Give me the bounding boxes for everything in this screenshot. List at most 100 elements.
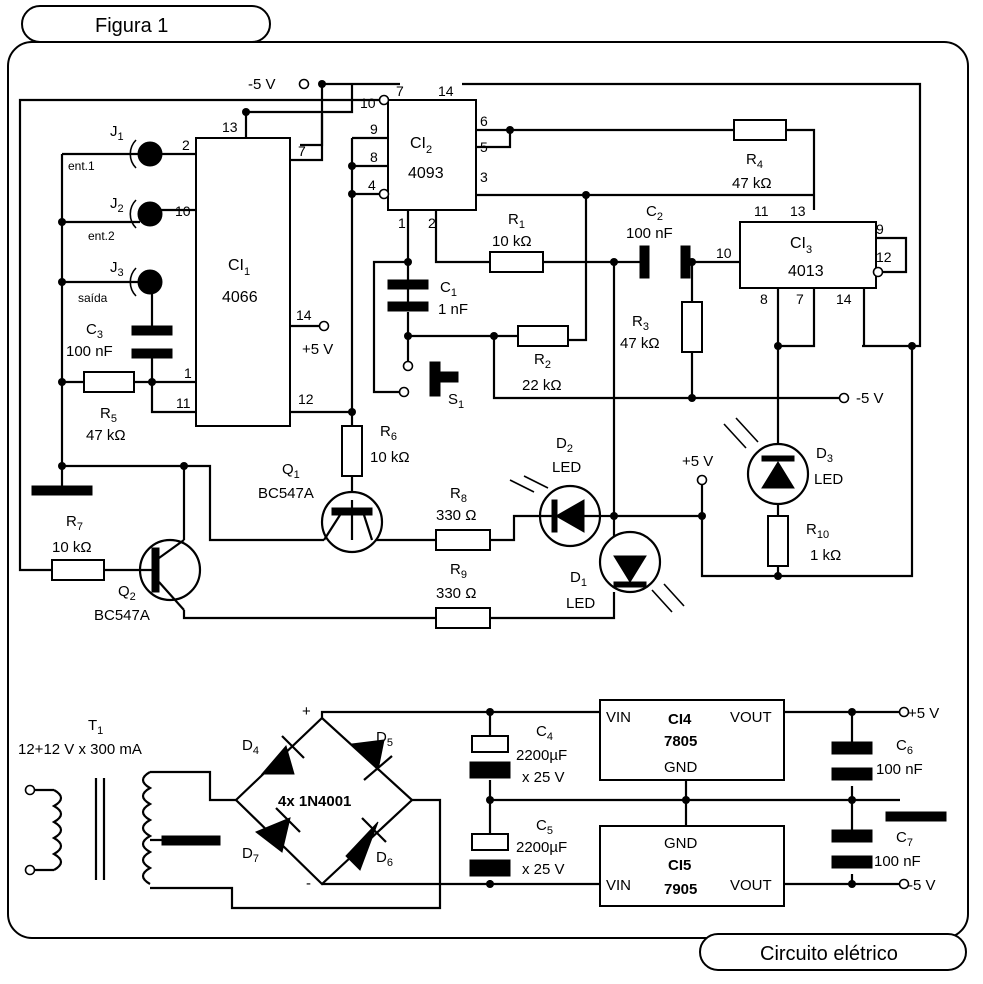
c5-rating: x 25 V	[522, 861, 565, 878]
ci3-pin12: 12	[876, 249, 892, 265]
ci2-pin3: 3	[480, 169, 488, 185]
capacitor-c6	[831, 741, 873, 781]
resistor-r3	[681, 301, 703, 353]
jack-j3[interactable]: J3 saída	[78, 259, 163, 305]
c6-ref: C6	[896, 737, 913, 757]
d1-type: LED	[566, 595, 595, 612]
switch-s1[interactable]	[429, 361, 459, 397]
ci2-pin4: 4	[368, 177, 376, 193]
figure-title-box	[21, 5, 271, 43]
c6-value: 100 nF	[876, 761, 923, 778]
ci5-part: 7905	[664, 881, 697, 898]
ci3-body	[739, 221, 877, 289]
ci3-pin14: 14	[836, 291, 852, 307]
led-d2	[509, 475, 602, 548]
ci3-pin8: 8	[760, 291, 768, 307]
ci5-vin: VIN	[606, 877, 631, 894]
ci4-vin: VIN	[606, 709, 631, 726]
r4-ref: R4	[746, 151, 763, 171]
r8-ref: R8	[450, 485, 467, 505]
caption-box	[699, 933, 967, 971]
bridge-part: 4x 1N4001	[278, 793, 351, 810]
ci5-vout: VOUT	[730, 877, 772, 894]
c2-value: 100 nF	[626, 225, 673, 242]
r6-value: 10 kΩ	[370, 449, 410, 466]
r10-value: 1 kΩ	[810, 547, 841, 564]
bridge-plus: +	[302, 703, 311, 720]
ci2-pin9: 9	[370, 121, 378, 137]
transistor-q1	[320, 490, 384, 554]
r1-value: 10 kΩ	[492, 233, 532, 250]
r5-value: 47 kΩ	[86, 427, 126, 444]
r6-ref: R6	[380, 423, 397, 443]
r8-value: 330 Ω	[436, 507, 476, 524]
r10-ref: R10	[806, 521, 829, 541]
r2-ref: R2	[534, 351, 551, 371]
jack-j2-label: J2	[110, 195, 124, 215]
rail-minus5-supply: -5 V	[908, 877, 936, 894]
c7-value: 100 nF	[874, 853, 921, 870]
c1-ref: C1	[440, 279, 457, 299]
c3-value: 100 nF	[66, 343, 113, 360]
diode-d7	[255, 807, 301, 853]
rail-minus5-right: -5 V	[856, 390, 884, 407]
ci1-pin12: 12	[298, 391, 314, 407]
c4-value: 2200µF	[516, 747, 567, 764]
transformer-t1	[51, 771, 153, 885]
ci1-part: 4066	[222, 289, 258, 306]
c5-value: 2200µF	[516, 839, 567, 856]
ci1-body	[195, 137, 291, 427]
ci5-body	[599, 825, 785, 907]
t1-ref: T1	[88, 717, 103, 737]
ci2-body	[387, 99, 477, 211]
q2-part: BC547A	[94, 607, 150, 624]
ci3-label: CI3	[790, 235, 812, 256]
rail-minus5-top: -5 V	[248, 76, 276, 93]
transistor-q2	[138, 538, 202, 611]
d3-type: LED	[814, 471, 843, 488]
ci4-body	[599, 699, 785, 781]
jack-j2-note: ent.2	[88, 229, 115, 243]
ci3-pin10: 10	[716, 245, 732, 261]
ci1-pin14: 14	[296, 307, 312, 323]
ci5-label: CI5	[668, 857, 691, 874]
r7-value: 10 kΩ	[52, 539, 92, 556]
d4-ref: D4	[242, 737, 259, 757]
led-d3	[723, 417, 810, 506]
ci3-pin7: 7	[796, 291, 804, 307]
r4-value: 47 kΩ	[732, 175, 772, 192]
capacitor-c5	[469, 833, 511, 877]
jack-j2[interactable]: J2 ent.2	[88, 195, 163, 243]
jack-j1[interactable]: J1 ent.1	[68, 123, 163, 173]
bridge-minus: -	[306, 875, 311, 892]
r2-value: 22 kΩ	[522, 377, 562, 394]
ci1-pin10: 10	[175, 203, 191, 219]
diode-d6	[345, 817, 387, 871]
resistor-r2	[517, 325, 569, 347]
d1-ref: D1	[570, 569, 587, 589]
q1-ref: Q1	[282, 461, 300, 481]
ci4-part: 7805	[664, 733, 697, 750]
c3-ref: C3	[86, 321, 103, 341]
ci4-label: CI4	[668, 711, 692, 728]
jack-j1-note: ent.1	[68, 159, 95, 173]
figure-caption: Circuito elétrico	[760, 943, 898, 965]
resistor-r8	[435, 529, 491, 551]
ci2-pin7: 7	[396, 83, 404, 99]
t1-rating: 12+12 V x 300 mA	[18, 741, 142, 758]
q2-ref: Q2	[118, 583, 136, 603]
ci4-gnd: GND	[664, 759, 698, 776]
r5-ref: R5	[100, 405, 117, 425]
resistor-r10	[767, 515, 789, 567]
ci2-part: 4093	[408, 165, 444, 182]
resistor-r9	[435, 607, 491, 629]
ground-symbol-power	[885, 811, 947, 822]
ci3-pin13: 13	[790, 203, 806, 219]
ci3-pin9: 9	[876, 221, 884, 237]
ci4-vout: VOUT	[730, 709, 772, 726]
ci2-pin5: 5	[480, 139, 488, 155]
r9-value: 330 Ω	[436, 585, 476, 602]
ci2-pin10: 10	[360, 95, 376, 111]
r3-ref: R3	[632, 313, 649, 333]
s1-ref: S1	[448, 391, 464, 411]
